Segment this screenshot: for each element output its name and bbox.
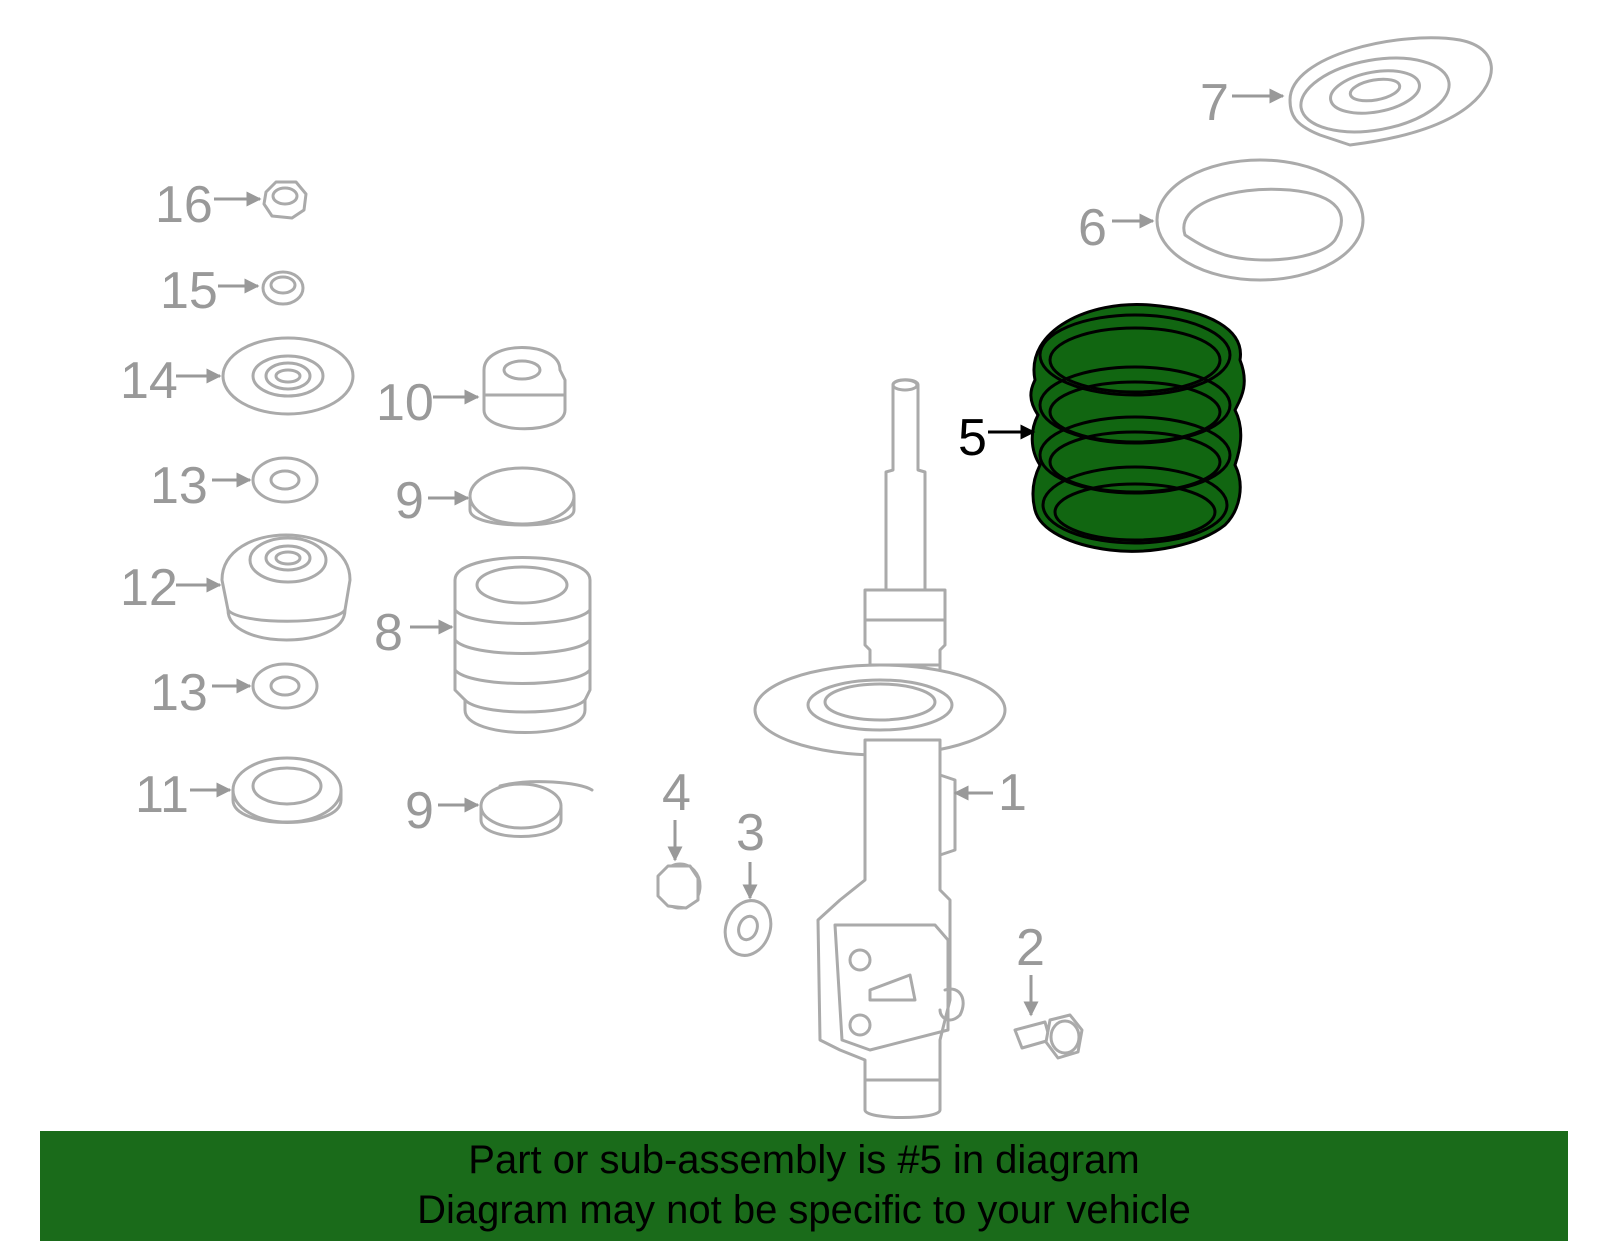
callout-14: 14 [120, 352, 178, 410]
callout-13-lower: 13 [150, 664, 208, 722]
part-1-strut-assembly [753, 378, 1007, 1119]
part-13-washer-lower [251, 662, 319, 710]
part-16-nut [262, 180, 308, 220]
callout-6: 6 [1078, 199, 1107, 257]
part-5-coil-spring [1029, 302, 1246, 553]
part-2-bolt [1013, 1013, 1084, 1060]
part-9-clamp-lower [479, 780, 594, 838]
callout-16: 16 [155, 176, 213, 234]
banner-disclaimer: Diagram may not be specific to your vehi… [417, 1188, 1191, 1232]
callout-13-upper: 13 [150, 457, 208, 515]
part-11-bearing [231, 756, 343, 824]
info-banner: Part or sub-assembly is #5 in diagram Di… [40, 1131, 1568, 1241]
part-14-mount [221, 336, 355, 416]
callout-9-upper: 9 [395, 472, 424, 530]
part-13-washer-upper [251, 456, 319, 504]
callout-3: 3 [736, 804, 765, 862]
part-10-jounce-bumper [482, 346, 567, 431]
callout-4: 4 [662, 764, 691, 822]
part-3-washer [723, 899, 773, 957]
part-9-clamp-upper [468, 466, 576, 527]
banner-part-note: Part or sub-assembly is #5 in diagram [468, 1138, 1140, 1182]
callout-5: 5 [958, 409, 987, 467]
callout-8: 8 [374, 604, 403, 662]
callout-1: 1 [998, 764, 1027, 822]
callout-11: 11 [135, 766, 189, 824]
callout-15: 15 [160, 262, 218, 320]
callout-7: 7 [1200, 74, 1229, 132]
part-15-bushing [261, 270, 305, 306]
part-6-spring-insulator [1155, 158, 1365, 282]
part-8-dust-boot [453, 556, 592, 734]
callout-10: 10 [376, 374, 434, 432]
part-12-mount-bushing [220, 533, 352, 642]
part-7-upper-mount [1288, 36, 1493, 147]
callout-12: 12 [120, 559, 178, 617]
callout-9-lower: 9 [405, 782, 434, 840]
part-4-nut [656, 862, 702, 910]
callout-2: 2 [1016, 919, 1045, 977]
